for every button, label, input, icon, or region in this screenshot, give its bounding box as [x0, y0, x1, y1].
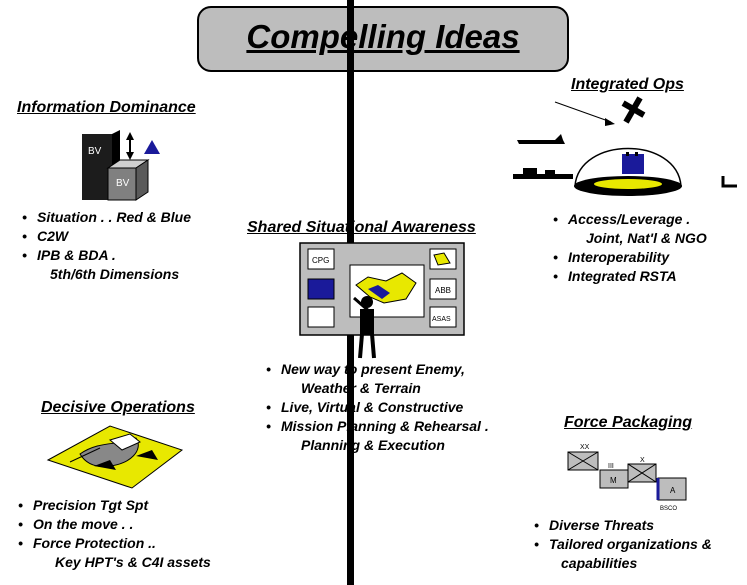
- shared-awareness-title: Shared Situational Awareness: [247, 219, 476, 236]
- force-packaging-list: Diverse Threats Tailored organizations &…: [532, 516, 712, 573]
- info-dominance-list: Situation . . Red & Blue C2W IPB & BDA .…: [20, 208, 191, 284]
- integrated-ops-title: Integrated Ops: [571, 76, 684, 93]
- unit-label-x: X: [640, 457, 645, 464]
- list-item: Tailored organizations &capabilities: [532, 535, 712, 573]
- list-item: Force Protection ..Key HPT's & C4I asset…: [16, 534, 211, 572]
- panel-label-asas: ASAS: [432, 316, 451, 323]
- integrated-ops-list: Access/Leverage .Joint, Nat'l & NGO Inte…: [551, 210, 707, 286]
- cube-icon: BV BV: [82, 130, 160, 201]
- list-item: Integrated RSTA: [551, 267, 707, 286]
- list-item: On the move . .: [16, 515, 211, 534]
- list-item: IPB & BDA .: [20, 246, 191, 265]
- list-item: Access/Leverage .Joint, Nat'l & NGO: [551, 210, 707, 248]
- decisive-ops-list: Precision Tgt Spt On the move . . Force …: [16, 496, 211, 572]
- list-item: New way to present Enemy,Weather & Terra…: [264, 360, 489, 398]
- list-item: Mission Planning & Rehearsal .Planning &…: [264, 417, 489, 455]
- panel-label-cpg: CPG: [312, 256, 329, 265]
- list-item-continuation: 5th/6th Dimensions: [50, 266, 180, 282]
- integrated-ops-icon: [513, 96, 737, 196]
- list-item: Live, Virtual & Constructive: [264, 398, 489, 417]
- list-item: Diverse Threats: [532, 516, 712, 535]
- list-item: Situation . . Red & Blue: [20, 208, 191, 227]
- list-item: Precision Tgt Spt: [16, 496, 211, 515]
- unit-label-m: M: [610, 476, 617, 485]
- info-dominance-title: Information Dominance: [17, 99, 196, 116]
- force-packaging-title: Force Packaging: [564, 414, 693, 431]
- unit-label-xx: XX: [580, 444, 590, 451]
- decisive-ops-title: Decisive Operations: [41, 399, 195, 416]
- person-icon: [353, 296, 376, 359]
- display-board-icon: CPG ABB ASAS: [299, 242, 465, 336]
- unit-symbols-icon: XX III M X A BSCO: [567, 444, 687, 512]
- unit-label-iii: III: [608, 463, 614, 470]
- list-item: Interoperability: [551, 248, 707, 267]
- page-title: Compelling Ideas: [246, 18, 520, 55]
- panel-label-abb: ABB: [435, 286, 451, 295]
- unit-label-a: A: [670, 486, 676, 495]
- shared-awareness-list: New way to present Enemy,Weather & Terra…: [264, 360, 489, 455]
- unit-label-bsco: BSCO: [660, 506, 677, 512]
- cube-label-top: BV: [88, 146, 102, 157]
- cube-label-bottom: BV: [116, 178, 130, 189]
- title-box: [197, 6, 569, 72]
- terrain-map-icon: [46, 425, 184, 489]
- list-item: C2W: [20, 227, 191, 246]
